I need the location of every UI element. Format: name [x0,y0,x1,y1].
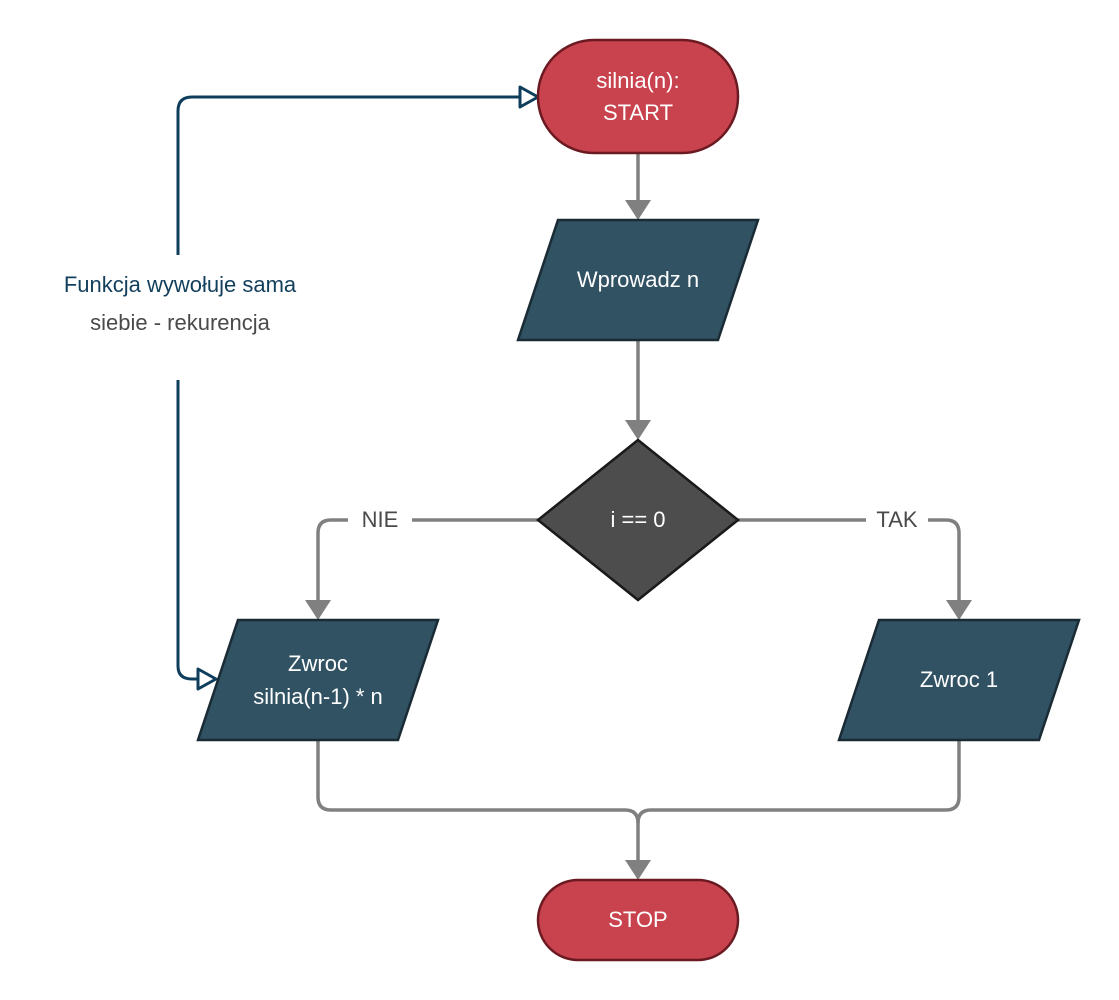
return-recursive-label-line2: silnia(n-1) * n [253,684,383,709]
stop-terminal-shape [536,878,740,962]
stop-terminal[interactable]: STOP [536,878,740,962]
return-one-node[interactable]: Zwroc 1 [837,618,1081,742]
edge-label-no: NIE [362,507,399,532]
recursion-arrowhead-start [518,85,540,109]
return-recursive-label-line1: Zwroc [288,651,348,676]
decision-node-label: i == 0 [610,507,665,532]
recursion-note-line2: siebie - rekurencja [90,310,271,335]
connector-return-one-to-stop [636,740,961,824]
connector-recursive-to-stop [316,740,640,862]
stop-terminal-label: STOP [608,907,668,932]
input-node-shape [516,218,760,342]
recursion-line-lower [176,380,198,681]
recursion-line-upper [176,95,520,255]
return-recursive-node-shape [196,618,440,742]
start-terminal-label-line1: silnia(n): [596,68,679,93]
decision-node[interactable]: i == 0 [535,438,741,602]
recursion-note-line1: Funkcja wywołuje sama [64,272,297,297]
arrowhead-return-one [946,600,972,620]
return-one-node-shape [837,618,1081,742]
input-node[interactable]: Wprowadz n [516,218,760,342]
start-terminal[interactable]: silnia(n): START [536,38,740,155]
input-node-label: Wprowadz n [577,267,699,292]
recursion-loop [176,85,540,691]
recursion-arrowhead-recursive [196,667,218,691]
arrowhead-recursive [305,600,331,620]
return-recursive-node[interactable]: Zwroc silnia(n-1) * n [196,618,440,742]
start-terminal-label-line2: START [603,100,673,125]
flow-connectors [305,152,972,880]
arrowhead-stop [625,860,651,880]
arrowhead-decision [625,420,651,440]
decision-node-shape [535,438,741,602]
arrowhead-input [625,200,651,220]
connector-decision-to-recursive [316,518,540,600]
connector-decision-to-return-one [737,518,961,600]
edge-label-yes: TAK [876,507,917,532]
start-terminal-shape [536,38,740,155]
return-one-label: Zwroc 1 [920,667,998,692]
